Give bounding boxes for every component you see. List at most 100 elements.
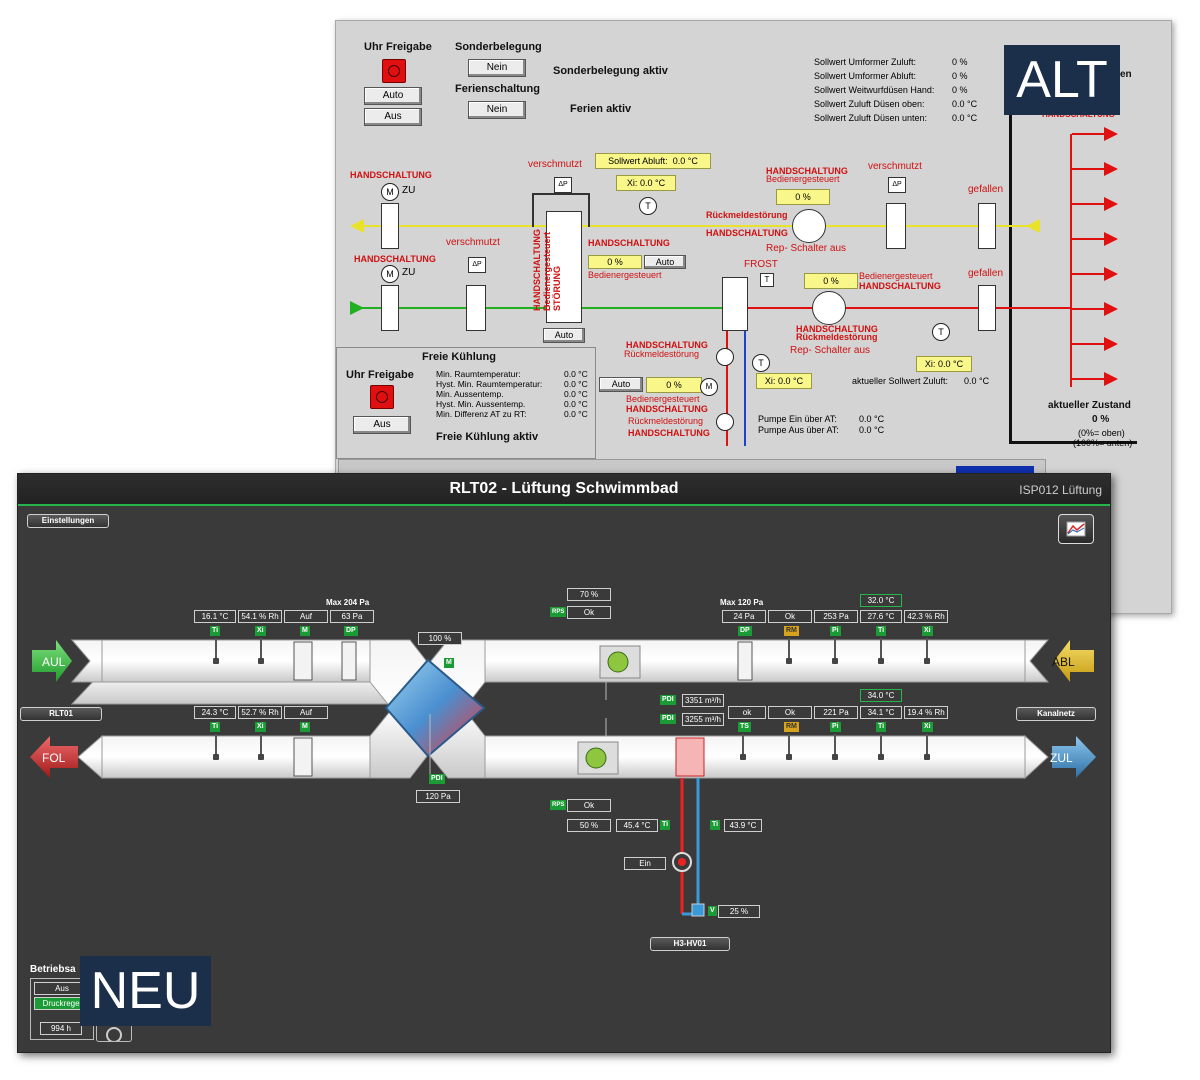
rm-tag: RM bbox=[784, 722, 799, 732]
m-tag: M bbox=[300, 722, 310, 732]
pump-state[interactable]: Ein bbox=[624, 857, 666, 870]
pump-bottom-icon[interactable] bbox=[716, 413, 734, 431]
trend-chart-button[interactable] bbox=[1058, 514, 1094, 544]
sollwert-label: Sollwert Zuluft Düsen oben: bbox=[814, 99, 925, 109]
freie-kuehlung-aktiv-text: Freie Kühlung aktiv bbox=[436, 431, 539, 443]
heating-supply-line bbox=[744, 301, 746, 446]
sollwert-label: Sollwert Umformer Abluft: bbox=[814, 71, 917, 81]
pumpe-ein-label: Pumpe Ein über AT: bbox=[758, 414, 837, 424]
fan-bottom-rueckmeldestoerung: Rückmeldestörung bbox=[796, 332, 878, 342]
handschaltung-pump-bottom: HANDSCHALTUNG bbox=[628, 428, 710, 438]
zuluft-temperature-sensor-icon: T bbox=[932, 323, 950, 341]
abluft-nozzle-damper-icon[interactable] bbox=[978, 203, 996, 249]
zul-arrow-icon bbox=[1052, 736, 1096, 778]
fk-aus-button[interactable]: Aus bbox=[353, 416, 411, 434]
page-subtitle[interactable]: ISP012 Lüftung bbox=[1019, 483, 1102, 497]
pump-top-icon[interactable] bbox=[716, 348, 734, 366]
damper-zu-label: ZU bbox=[402, 185, 416, 196]
fk-param-value: 0.0 °C bbox=[564, 369, 588, 379]
h3-hv01-link-button[interactable]: H3-HV01 bbox=[650, 937, 730, 951]
freie-kuehlung-param-row: Min. Differenz AT zu RT:0.0 °C bbox=[436, 409, 594, 419]
sollwert-value: 0 % bbox=[952, 57, 968, 67]
hrx-auto-button[interactable]: Auto bbox=[543, 328, 585, 343]
trend-chart-icon bbox=[1066, 521, 1086, 537]
abluft-filter2-icon bbox=[886, 203, 906, 249]
fan-bottom-percent-box[interactable]: 0 % bbox=[804, 273, 858, 289]
heat-exchanger-icon[interactable] bbox=[384, 658, 486, 758]
freie-kuehlung-title: Freie Kühlung bbox=[422, 351, 496, 363]
sollwert-row: Sollwert Umformer Zuluft:0 % bbox=[814, 57, 1004, 71]
heater-coil-icon[interactable] bbox=[675, 737, 705, 777]
ti-tag: Ti bbox=[210, 626, 221, 636]
verschmutzt-label: verschmutzt bbox=[868, 161, 922, 172]
uhr-freigabe-label: Uhr Freigabe bbox=[364, 41, 432, 53]
abluft-filter2-dp-icon: ΔP bbox=[888, 177, 906, 193]
xi-box-top[interactable]: Xi: 0.0 °C bbox=[616, 175, 676, 191]
valve-auto-button[interactable]: Auto bbox=[599, 377, 643, 392]
xi-value: 0.0 °C bbox=[639, 178, 666, 188]
rm-tag: RM bbox=[784, 626, 799, 636]
zuluft-duct-outlet bbox=[1024, 734, 1049, 780]
valve-percent[interactable]: 25 % bbox=[718, 905, 760, 918]
zul-label: ZUL bbox=[1050, 751, 1073, 765]
pi-tag: Pi bbox=[830, 722, 841, 732]
zuluft-fan-speed[interactable]: 50 % bbox=[567, 819, 611, 832]
hrx-percent[interactable]: 100 % bbox=[418, 632, 462, 645]
abluft-flow: 3351 m³/h bbox=[682, 694, 724, 707]
ferien-nein-button[interactable]: Nein bbox=[468, 101, 526, 119]
sonderbelegung-nein-button[interactable]: Nein bbox=[468, 59, 526, 77]
sollwert-row: Sollwert Zuluft Düsen oben:0.0 °C bbox=[814, 99, 1004, 113]
zuluft-nozzle-damper-icon[interactable] bbox=[978, 285, 996, 331]
fk-param-value: 0.0 °C bbox=[564, 389, 588, 399]
hrx-percent-box[interactable]: 0 % bbox=[588, 255, 642, 269]
nozzle-arrow-icon bbox=[1104, 232, 1118, 246]
zuluft-fan-icon[interactable] bbox=[812, 291, 846, 325]
motor-icon: M bbox=[381, 265, 399, 283]
kanalnetz-link-button[interactable]: Kanalnetz bbox=[1016, 707, 1096, 721]
header-bar: RLT02 - Lüftung Schwimmbad ISP012 Lüftun… bbox=[18, 474, 1110, 506]
repair-switch-icon bbox=[786, 734, 792, 760]
sollwert-abluft-box[interactable]: Sollwert Abluft: 0.0 °C bbox=[595, 153, 711, 169]
pump-bottom-rueckmeldestoerung: Rückmeldestörung bbox=[628, 416, 704, 426]
mixing-valve-icon[interactable] bbox=[691, 903, 705, 917]
fortluft-duct-body bbox=[101, 735, 371, 779]
aussenluft-inlet-arrow-icon bbox=[350, 301, 364, 315]
aussenluft-damper-icon[interactable] bbox=[381, 285, 399, 331]
xi-box-zuluft[interactable]: Xi: 0.0 °C bbox=[916, 356, 972, 372]
xi-box-heater[interactable]: Xi: 0.0 °C bbox=[756, 373, 812, 389]
zuluft-temperature-setpoint[interactable]: 34.0 °C bbox=[860, 689, 902, 702]
old-status-indicator bbox=[956, 466, 1034, 476]
auto-button[interactable]: Auto bbox=[364, 87, 422, 105]
nozzle-line bbox=[1072, 343, 1106, 345]
zuluft-fan-icon[interactable] bbox=[585, 747, 607, 769]
fan-top-percent-box[interactable]: 0 % bbox=[776, 189, 830, 205]
einstellungen-button[interactable]: Einstellungen bbox=[27, 514, 109, 528]
zuluft-repair-switch: Ok bbox=[768, 706, 812, 719]
frost-label: FROST bbox=[744, 259, 778, 270]
fk-param-label: Min. Raumtemperatur: bbox=[436, 369, 521, 379]
rlt01-link-button[interactable]: RLT01 bbox=[20, 707, 102, 721]
abluft-temperature-setpoint[interactable]: 32.0 °C bbox=[860, 594, 902, 607]
zustand-oben-hint: (0%= oben) bbox=[1078, 428, 1125, 438]
abluft-fan-icon[interactable] bbox=[607, 651, 629, 673]
sollwert-value: 0 % bbox=[952, 85, 968, 95]
ti-tag: Ti bbox=[876, 626, 887, 636]
abluft-fan-icon[interactable] bbox=[792, 209, 826, 243]
hrx-auto-button-2[interactable]: Auto bbox=[644, 255, 686, 269]
verschmutzt-label: verschmutzt bbox=[528, 159, 582, 170]
xi-tag: Xi bbox=[255, 722, 266, 732]
nozzle-line bbox=[1072, 203, 1106, 205]
valve-percent-box[interactable]: 0 % bbox=[646, 377, 702, 393]
rps-tag: RPS bbox=[550, 800, 567, 810]
temperature-sensor-icon: T bbox=[639, 197, 657, 215]
xi-value: 0.0 °C bbox=[777, 376, 804, 386]
abluft-damper-icon[interactable] bbox=[381, 203, 399, 249]
zuluft-fan-status: Ok bbox=[567, 799, 611, 812]
fol-arrow-icon bbox=[30, 736, 78, 778]
aus-button[interactable]: Aus bbox=[364, 108, 422, 126]
sonderbelegung-aktiv-text: Sonderbelegung aktiv bbox=[553, 65, 668, 77]
handschaltung-hrx: HANDSCHALTUNG bbox=[588, 238, 670, 248]
zuluft-flow: 3255 m³/h bbox=[682, 713, 724, 726]
nozzle-line bbox=[1072, 308, 1106, 310]
abluft-fan-speed[interactable]: 70 % bbox=[567, 588, 611, 601]
